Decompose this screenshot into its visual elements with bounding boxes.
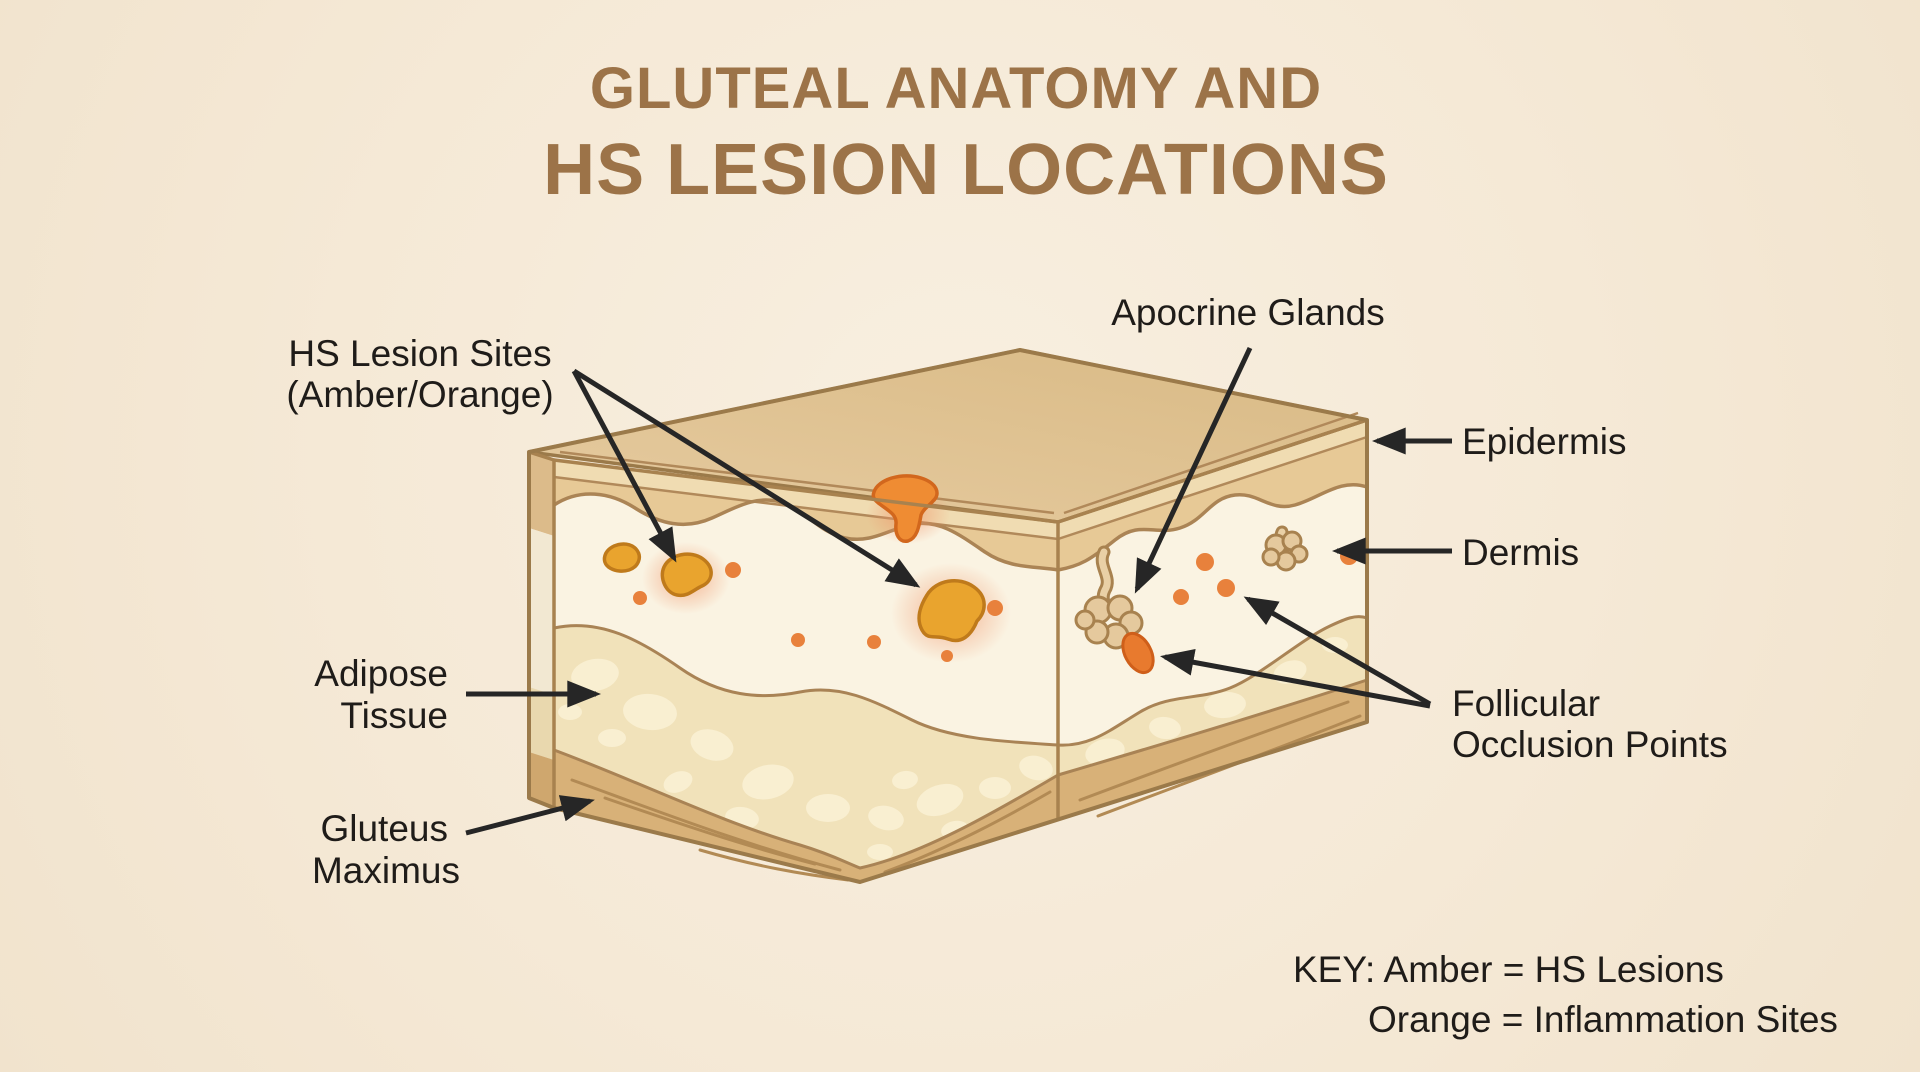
block-outline [527,348,1369,884]
fat-lobules [558,637,1348,860]
key-line1: KEY: Amber = HS Lesions [1293,949,1724,990]
label-adipose-line2: Tissue [340,695,448,736]
follicular-arrow-1 [1243,596,1432,707]
label-gluteus-line1: Gluteus [320,808,448,849]
annotation-arrows [465,346,1452,836]
label-gluteus-line2: Maximus [312,850,460,891]
hs-lesions [602,542,986,643]
follicular-arrow-2 [1160,648,1431,709]
key-line2: Orange = Inflammation Sites [1368,999,1838,1040]
hs-lesion-2 [917,578,986,643]
label-hs-lesion-sites-line1: HS Lesion Sites [288,333,551,374]
label-epidermis: Epidermis [1462,421,1627,462]
label-dermis: Dermis [1462,532,1579,573]
hs-lesion-arrow-2 [572,368,921,588]
apocrine-gland-2 [1261,525,1309,572]
block-front-top-edge [553,418,1368,524]
apocrine-glands-arrow [1134,346,1253,594]
diagram-title-line1: GLUTEAL ANATOMY AND [590,56,1322,121]
muscle-top-boundary [553,678,1368,870]
label-adipose-line1: Adipose [314,653,448,694]
surface-hs-lesion [871,474,939,543]
epidermis-strip [554,420,1367,539]
left-cut-face [529,452,554,808]
label-follicular-line1: Follicular [1452,683,1600,724]
adipose-top-boundary [553,615,1368,747]
dermal-junction [553,482,1368,572]
hs-lesion-1 [660,552,713,598]
label-hs-lesion-sites-line2: (Amber/Orange) [286,374,553,415]
label-apocrine-glands: Apocrine Glands [1111,292,1385,333]
diagram-title-line2: HS LESION LOCATIONS [543,130,1389,210]
hs-lesion-small [602,542,641,573]
surface-edge-line [559,411,1359,515]
label-follicular-line2: Occlusion Points [1452,724,1728,765]
hs-lesion-arrow-1 [571,369,677,563]
skin-block [527,348,1369,884]
gluteus-arrow [465,795,595,836]
inflammation-oval [1121,631,1155,675]
